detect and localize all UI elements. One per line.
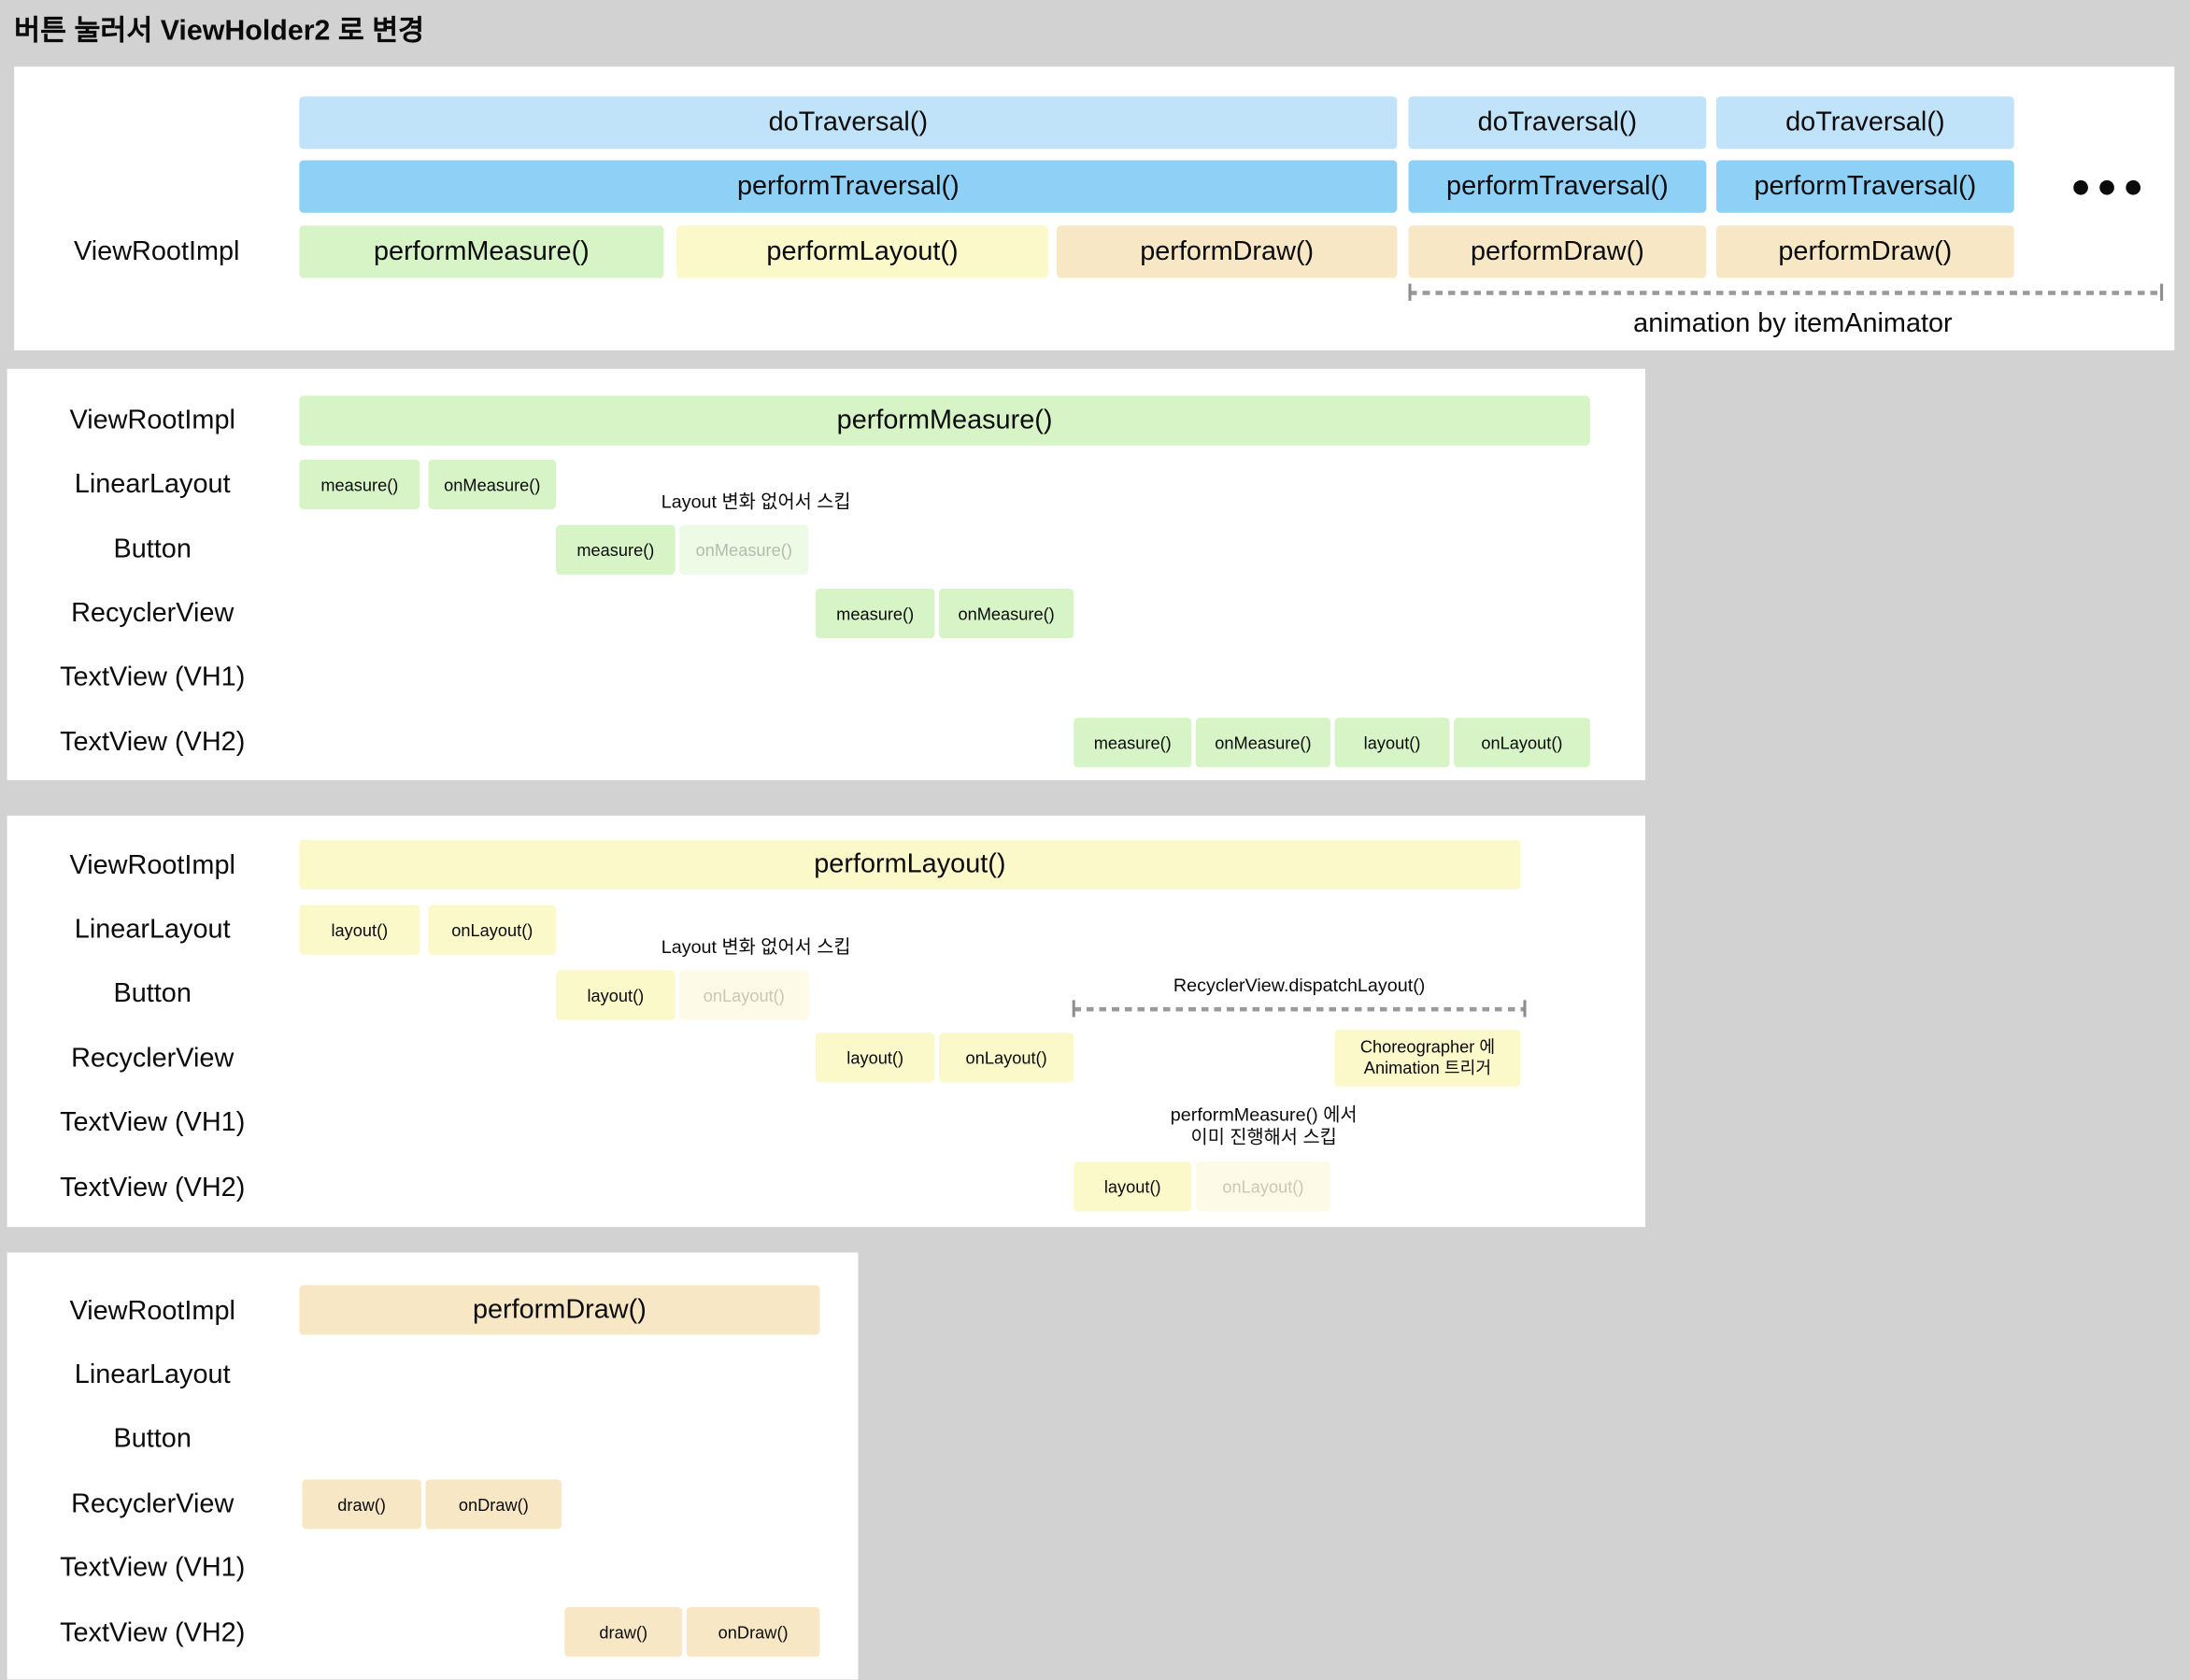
animation-range-line [1410, 291, 2162, 295]
measure-panel: ViewRootImpl LinearLayout Button Recycle… [7, 368, 1646, 780]
choreographer-note: Choreographer 에 Animation 트리거 [1334, 1030, 1521, 1087]
skip-note: Layout 변화 없어서 스킵 [661, 935, 851, 958]
traversal-panel: ViewRootImpl doTraversal() performTraver… [14, 66, 2175, 350]
row-label-recyclerview: RecyclerView [71, 1488, 235, 1519]
on-measure-block: onMeasure() [939, 589, 1074, 639]
row-label-button: Button [113, 1423, 192, 1454]
perform-draw-block: performDraw() [1408, 225, 1707, 278]
perform-layout-bar: performLayout() [299, 839, 1521, 890]
vh1-skip-note-line1: performMeasure() 에서 [1170, 1103, 1358, 1125]
on-layout-skipped-block: onLayout() [679, 970, 809, 1020]
on-layout-skipped-block: onLayout() [1195, 1161, 1331, 1212]
on-draw-block: onDraw() [686, 1607, 820, 1658]
row-label-textview-vh1: TextView (VH1) [60, 1552, 246, 1583]
row-label-viewrootimpl: ViewRootImpl [69, 405, 235, 435]
layout-block: layout() [299, 904, 420, 955]
layout-panel: ViewRootImpl LinearLayout Button Recycle… [7, 815, 1646, 1228]
dispatch-note: RecyclerView.dispatchLayout() [1173, 974, 1426, 996]
do-traversal-block: doTraversal() [1408, 96, 1707, 149]
choreographer-note-line1: Choreographer 에 [1359, 1036, 1496, 1058]
perform-draw-block: performDraw() [1715, 225, 2014, 278]
layout-block: layout() [815, 1032, 935, 1083]
row-label-textview-vh2: TextView (VH2) [60, 1617, 246, 1648]
layout-block: layout() [556, 970, 675, 1020]
row-label-linearlayout: LinearLayout [74, 468, 231, 499]
on-draw-block: onDraw() [425, 1479, 562, 1530]
skip-note: Layout 변화 없어서 스킵 [661, 491, 851, 513]
animation-note: animation by itemAnimator [1633, 308, 1953, 339]
perform-measure-bar: performMeasure() [299, 395, 1590, 446]
row-label-linearlayout: LinearLayout [74, 1360, 231, 1390]
row-label-viewrootimpl: ViewRootImpl [69, 1295, 235, 1326]
row-label-button: Button [113, 977, 192, 1008]
row-label-recyclerview: RecyclerView [71, 597, 235, 628]
do-traversal-block: doTraversal() [299, 96, 1398, 149]
row-label-linearlayout: LinearLayout [74, 914, 231, 945]
perform-traversal-block: performTraversal() [1715, 160, 2014, 213]
choreographer-note-line2: Animation 트리거 [1363, 1058, 1492, 1078]
range-tick-left [1408, 283, 1412, 301]
range-tick-left [1072, 1000, 1075, 1018]
row-label-recyclerview: RecyclerView [71, 1043, 235, 1074]
measure-block: measure() [1074, 718, 1192, 768]
on-layout-block: onLayout() [428, 904, 557, 955]
ellipsis-dots: ●●● [2070, 166, 2150, 206]
perform-traversal-block: performTraversal() [1408, 160, 1707, 213]
draw-panel: ViewRootImpl LinearLayout Button Recycle… [7, 1252, 859, 1680]
perform-layout-block: performLayout() [676, 225, 1048, 278]
vh1-skip-note-line2: 이미 진행해서 스킵 [1190, 1126, 1337, 1148]
dispatch-range-line [1074, 1006, 1525, 1012]
measure-block: measure() [299, 459, 420, 510]
row-label-textview-vh2: TextView (VH2) [60, 727, 246, 757]
on-layout-block: onLayout() [939, 1032, 1074, 1083]
row-label-textview-vh1: TextView (VH1) [60, 662, 246, 692]
perform-measure-block: performMeasure() [299, 225, 664, 278]
on-measure-block: onMeasure() [428, 459, 557, 510]
draw-block: draw() [564, 1607, 683, 1658]
measure-block: measure() [556, 524, 675, 575]
row-label-button: Button [113, 534, 192, 564]
row-label-textview-vh2: TextView (VH2) [60, 1172, 246, 1203]
on-layout-block: onLayout() [1454, 718, 1590, 768]
draw-block: draw() [302, 1479, 421, 1530]
perform-draw-bar: performDraw() [299, 1285, 820, 1335]
do-traversal-block: doTraversal() [1715, 96, 2014, 149]
row-label-textview-vh1: TextView (VH1) [60, 1106, 246, 1137]
range-tick-right [1523, 1000, 1527, 1018]
perform-traversal-block: performTraversal() [299, 160, 1398, 213]
perform-draw-block: performDraw() [1057, 225, 1398, 278]
on-measure-block: onMeasure() [1195, 718, 1331, 768]
page-title: 버튼 눌러서 ViewHolder2 로 변경 [14, 15, 425, 48]
layout-block: layout() [1334, 718, 1450, 768]
row-label-viewrootimpl: ViewRootImpl [69, 850, 235, 880]
range-tick-right [2160, 283, 2164, 301]
layout-block: layout() [1074, 1161, 1192, 1212]
row-label-viewrootimpl: ViewRootImpl [74, 235, 240, 266]
on-measure-skipped-block: onMeasure() [679, 524, 809, 575]
measure-block: measure() [815, 589, 935, 639]
vh1-skip-note: performMeasure() 에서 이미 진행해서 스킵 [1044, 1103, 1484, 1149]
